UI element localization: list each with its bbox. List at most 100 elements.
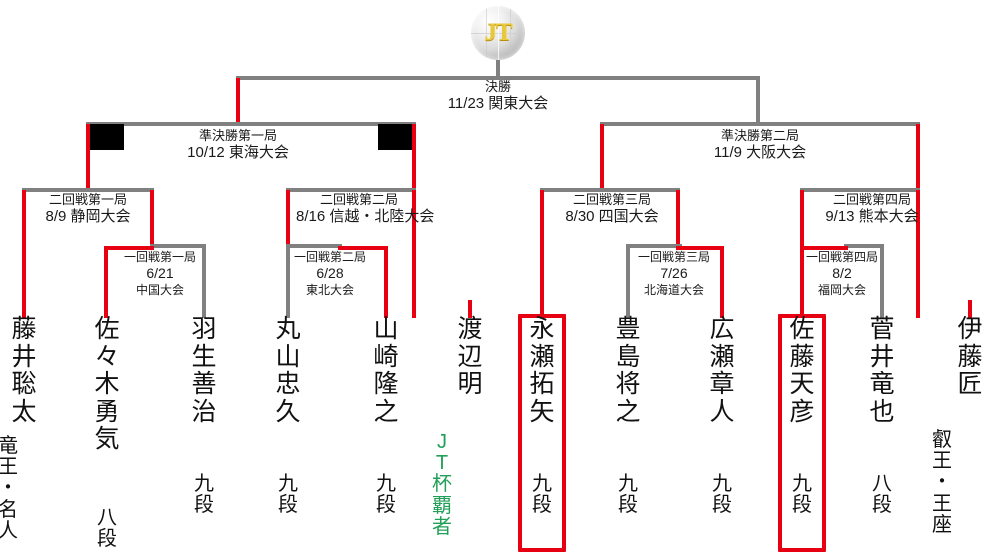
line-semi2-to-quarter3 bbox=[600, 124, 604, 190]
line-first3-crossbar bbox=[626, 244, 682, 248]
stem-player-7 bbox=[540, 300, 544, 318]
stem-player-8 bbox=[626, 300, 630, 318]
match-quarter4-round: 二回戦第四局 bbox=[832, 192, 911, 207]
player-4[interactable]: 丸山忠久 九段 bbox=[271, 315, 305, 515]
redaction-block-left bbox=[90, 124, 124, 150]
player-10[interactable]: 佐藤天彦 九段 bbox=[785, 315, 819, 515]
line-first4-to-player10 bbox=[800, 246, 804, 318]
line-quarter1-to-player1 bbox=[22, 190, 26, 318]
match-first3-venue: 北海道大会 bbox=[643, 282, 704, 297]
match-first1: 一回戦第一局 6/21 中国大会 bbox=[118, 250, 202, 298]
highlight-box-player-7 bbox=[518, 314, 566, 552]
stem-player-6 bbox=[468, 300, 472, 318]
match-quarter2: 二回戦第二局 8/16 信越・北陸大会 bbox=[296, 192, 434, 227]
line-quarter4-to-player12 bbox=[916, 190, 920, 318]
line-first4-to-player11 bbox=[880, 246, 884, 318]
match-first2-round: 一回戦第二局 bbox=[293, 250, 366, 264]
player-3-title: 九段 bbox=[194, 473, 214, 517]
player-5-name: 山崎隆之 bbox=[373, 315, 399, 426]
match-quarter2-round: 二回戦第二局 bbox=[319, 192, 398, 207]
match-semi1-round: 準決勝第一局 bbox=[198, 128, 277, 143]
line-semi1-to-quarter2 bbox=[412, 124, 416, 190]
player-7[interactable]: 永瀬拓矢 九段 bbox=[525, 315, 559, 515]
player-8[interactable]: 豊島将之 九段 bbox=[611, 315, 645, 515]
match-first2-venue: 東北大会 bbox=[305, 282, 354, 297]
logo-meridian bbox=[498, 6, 499, 60]
line-first3-to-player8 bbox=[626, 246, 630, 318]
player-11[interactable]: 菅井竜也 八段 bbox=[865, 315, 899, 515]
player-8-title: 九段 bbox=[618, 473, 638, 517]
player-12-title: 叡王・王座 bbox=[932, 429, 952, 536]
match-first2: 一回戦第二局 6/28 東北大会 bbox=[288, 250, 372, 298]
match-first4-venue: 福岡大会 bbox=[817, 282, 866, 297]
stem-player-11 bbox=[880, 300, 884, 318]
line-first2-to-player4 bbox=[286, 246, 290, 318]
match-quarter4: 二回戦第四局 9/13 熊本大会 bbox=[812, 192, 932, 227]
match-semi2-round: 準決勝第二局 bbox=[720, 128, 799, 143]
line-quarter3-to-first3 bbox=[676, 190, 680, 246]
player-11-name: 菅井竜也 bbox=[869, 315, 895, 426]
match-final-round: 決勝 bbox=[484, 79, 511, 94]
match-quarter3-datevenue: 8/30 四国大会 bbox=[565, 208, 659, 226]
line-quarter2-to-first2 bbox=[286, 190, 290, 246]
line-first2-crossbar-right bbox=[338, 246, 388, 250]
match-first4: 一回戦第四局 8/2 福岡大会 bbox=[800, 250, 884, 298]
line-first3-crossbar-right bbox=[676, 246, 724, 250]
player-10-name: 佐藤天彦 bbox=[789, 315, 815, 426]
player-3[interactable]: 羽生善治 九段 bbox=[187, 315, 221, 515]
player-10-title: 九段 bbox=[792, 473, 812, 517]
player-9[interactable]: 広瀬章人 九段 bbox=[705, 315, 739, 515]
match-first2-date: 6/28 bbox=[316, 265, 344, 281]
line-first1-to-player3 bbox=[202, 246, 206, 318]
match-first1-date: 6/21 bbox=[146, 265, 174, 281]
line-semi2-crossbar bbox=[600, 122, 920, 126]
player-2-name: 佐々木勇気 bbox=[94, 315, 120, 453]
player-2[interactable]: 佐々木勇気 八段 bbox=[90, 315, 124, 549]
player-3-name: 羽生善治 bbox=[191, 315, 217, 426]
match-first1-round: 一回戦第一局 bbox=[123, 250, 196, 264]
player-8-name: 豊島将之 bbox=[615, 315, 641, 426]
logo-meridian-left bbox=[486, 6, 488, 60]
stem-player-4 bbox=[286, 300, 290, 318]
highlight-box-player-10 bbox=[778, 314, 826, 552]
match-first3-date: 7/26 bbox=[660, 265, 688, 281]
player-9-title: 九段 bbox=[712, 473, 732, 517]
match-quarter1-datevenue: 8/9 静岡大会 bbox=[45, 208, 131, 226]
player-12-name: 伊藤匠 bbox=[957, 315, 983, 398]
match-first3: 一回戦第三局 7/26 北海道大会 bbox=[628, 250, 720, 298]
player-1[interactable]: 藤井聡太 竜王・名人 bbox=[0, 315, 41, 541]
line-quarter3-crossbar bbox=[540, 188, 680, 192]
logo-text: JT bbox=[484, 19, 512, 46]
line-quarter1-to-first1 bbox=[150, 190, 154, 246]
match-quarter1-round: 二回戦第一局 bbox=[48, 192, 127, 207]
match-quarter3: 二回戦第三局 8/30 四国大会 bbox=[548, 192, 676, 227]
player-9-name: 広瀬章人 bbox=[709, 315, 735, 426]
player-1-name: 藤井聡太 bbox=[11, 315, 37, 426]
line-quarter4-to-first4 bbox=[800, 190, 804, 246]
stem-player-10 bbox=[800, 300, 804, 318]
line-final-to-semi1 bbox=[236, 78, 240, 124]
player-5[interactable]: 山崎隆之 九段 bbox=[369, 315, 403, 515]
line-first2-crossbar bbox=[286, 244, 342, 248]
player-1-title: 竜王・名人 bbox=[0, 435, 18, 542]
match-first3-round: 一回戦第三局 bbox=[637, 250, 710, 264]
match-quarter4-datevenue: 9/13 熊本大会 bbox=[825, 208, 919, 226]
line-semi1-to-quarter1 bbox=[86, 124, 90, 190]
line-quarter1-crossbar bbox=[22, 188, 154, 192]
match-quarter1: 二回戦第一局 8/9 静岡大会 bbox=[28, 192, 148, 227]
match-semi2: 準決勝第二局 11/9 大阪大会 bbox=[680, 128, 840, 163]
redaction-block-right bbox=[378, 124, 412, 150]
match-semi1-datevenue: 10/12 東海大会 bbox=[187, 144, 289, 162]
line-quarter2-crossbar bbox=[286, 188, 416, 192]
stem-player-1 bbox=[22, 300, 26, 318]
line-first3-to-player9 bbox=[720, 246, 724, 318]
line-quarter4-crossbar bbox=[800, 188, 920, 192]
logo-meridian-right bbox=[509, 6, 511, 60]
line-semi1-crossbar bbox=[86, 122, 416, 126]
stem-player-5 bbox=[384, 300, 388, 318]
match-first4-date: 8/2 bbox=[832, 265, 852, 281]
stem-player-12 bbox=[968, 300, 972, 318]
line-quarter2-to-player5 bbox=[412, 190, 416, 318]
player-12[interactable]: 伊藤匠 叡王・王座 bbox=[932, 315, 987, 535]
